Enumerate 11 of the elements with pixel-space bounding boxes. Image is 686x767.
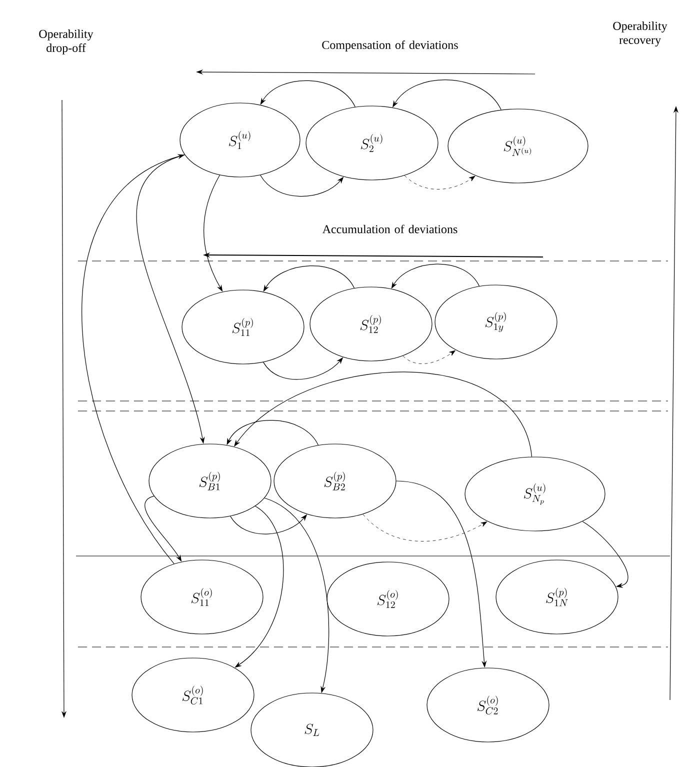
- arrow: [362, 514, 488, 542]
- arrow: [234, 372, 532, 458]
- arrow: [402, 350, 456, 364]
- label-text: Accumulation of deviations: [322, 224, 458, 234]
- label-text: Operability recovery: [613, 22, 668, 46]
- label-text: Operability drop-off: [39, 30, 94, 54]
- arrow: [404, 175, 476, 190]
- label-text: Compensation of deviations: [322, 40, 458, 52]
- arrow: [582, 521, 628, 588]
- arrow: [226, 420, 319, 446]
- arrow: [260, 80, 356, 108]
